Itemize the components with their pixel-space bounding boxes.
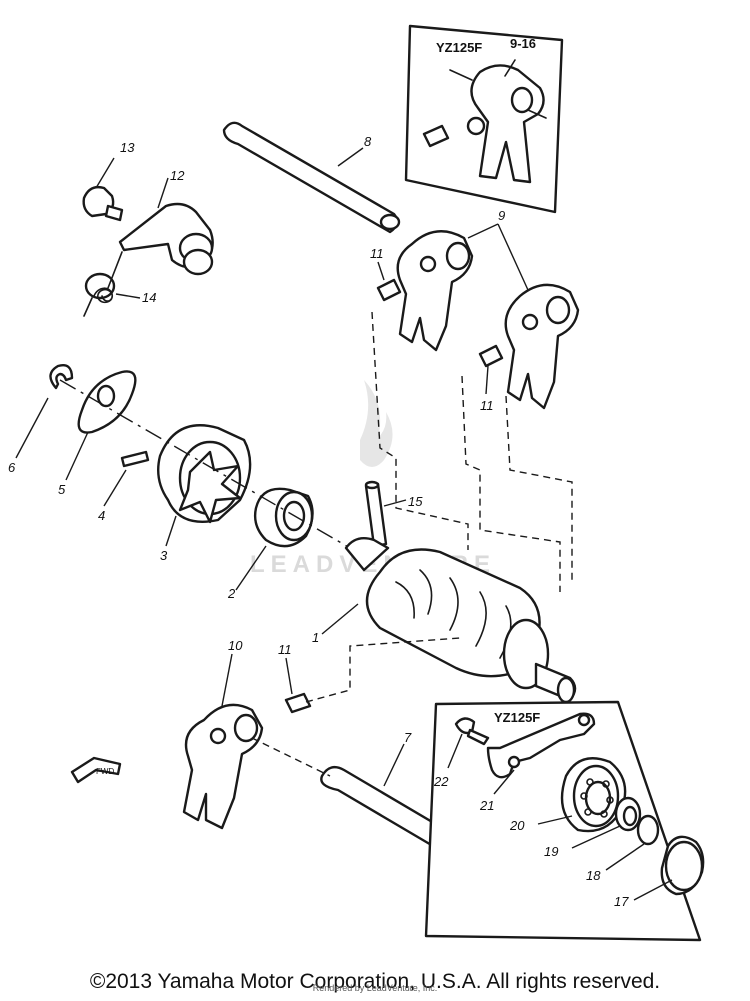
cam-path-d	[305, 637, 461, 703]
callout-11c: 11	[278, 642, 292, 657]
stopper-lever-12	[118, 202, 214, 276]
circlip-18	[636, 814, 660, 846]
fwd-label: FWD	[96, 767, 114, 776]
callout-13: 13	[120, 140, 135, 155]
copyright-footer: ©2013 Yamaha Motor Corporation, U.S.A. A…	[89, 970, 661, 993]
inset-top-model-label: YZ125F	[436, 40, 482, 55]
inset-top-ref-label: 9-16	[510, 36, 536, 51]
inset-box-top: YZ125F 9-16	[404, 24, 564, 214]
guide-pin-11c	[284, 692, 312, 714]
shift-drum-segment-3	[157, 424, 252, 524]
shift-fork-9b	[504, 283, 580, 410]
callout-7: 7	[404, 730, 412, 745]
shift-fork-10	[182, 703, 264, 830]
callout-1: 1	[312, 630, 319, 645]
screw-22	[454, 717, 490, 746]
washer-5	[77, 370, 137, 434]
guide-pin-11b	[478, 344, 504, 368]
fork-guide-bar-8	[222, 121, 401, 234]
washer-19	[614, 796, 642, 832]
stopper-bolt-13	[82, 185, 124, 222]
cam-path-c	[505, 395, 573, 580]
callout-11a: 11	[370, 246, 384, 261]
callout-11b: 11	[480, 398, 494, 413]
shift-fork-9a	[396, 230, 474, 352]
ball-bearing-20	[560, 757, 627, 833]
pin-15	[364, 480, 388, 548]
callout-15: 15	[408, 494, 423, 509]
inset-box-bottom: YZ125F 22 21 20 19	[424, 700, 705, 942]
bearing-stopper-plate-21	[486, 712, 596, 779]
callout-17: 17	[614, 894, 629, 909]
callout-20: 20	[509, 818, 525, 833]
callout-6: 6	[8, 460, 16, 475]
cap-17	[660, 835, 705, 896]
callout-4: 4	[98, 508, 105, 523]
cam-path-b	[461, 375, 561, 592]
inset-guide-pin	[422, 124, 450, 148]
torsion-spring-14	[83, 251, 123, 317]
shift-drum-parts-diagram: LEADVENTURE YZ125F 9-16 8 9	[8, 24, 705, 942]
callout-19: 19	[544, 844, 558, 859]
callout-22: 22	[433, 774, 449, 789]
guide-pin-11a	[376, 278, 402, 302]
callout-14: 14	[142, 290, 156, 305]
callout-10: 10	[228, 638, 243, 653]
callout-5: 5	[58, 482, 66, 497]
inset-shift-fork	[466, 64, 545, 184]
forward-arrow-icon: FWD	[70, 756, 122, 784]
callout-21: 21	[479, 798, 494, 813]
inset-bottom-model-label: YZ125F	[494, 710, 540, 725]
callout-12: 12	[170, 168, 185, 183]
cam-path-a	[371, 311, 469, 550]
dowel-pin-4	[120, 450, 150, 468]
shift-drum-1	[344, 537, 577, 704]
rendered-by-note: Rendered by LeadVenture, Inc.	[312, 983, 438, 993]
callout-8: 8	[364, 134, 372, 149]
callout-18: 18	[586, 868, 601, 883]
callout-3: 3	[160, 548, 168, 563]
callout-2: 2	[227, 586, 236, 601]
callout-9: 9	[498, 208, 505, 223]
circlip-6	[49, 364, 74, 390]
